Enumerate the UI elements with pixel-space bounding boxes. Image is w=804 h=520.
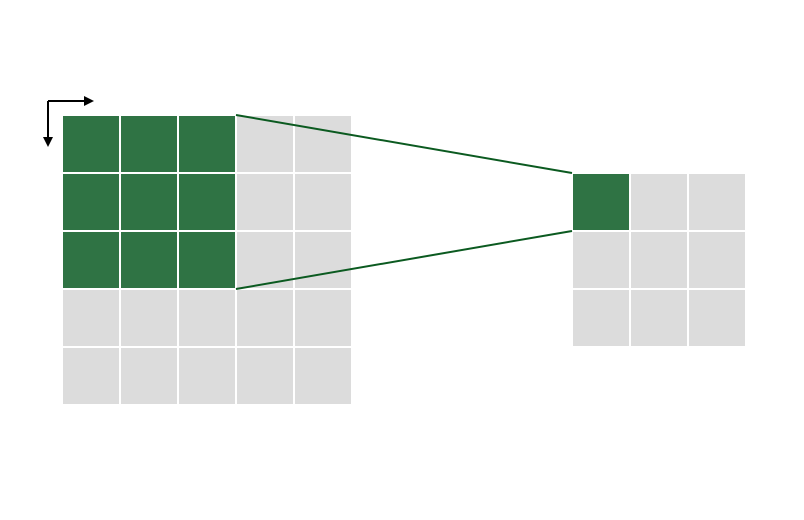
input-cell bbox=[177, 346, 237, 406]
output-cell bbox=[571, 288, 631, 348]
input-grid bbox=[61, 114, 353, 406]
output-grid bbox=[571, 172, 747, 348]
input-cell bbox=[235, 114, 295, 174]
input-cell bbox=[293, 346, 353, 406]
input-cell bbox=[235, 288, 295, 348]
input-cell bbox=[235, 172, 295, 232]
input-cell bbox=[293, 172, 353, 232]
input-cell bbox=[61, 346, 121, 406]
input-cell-highlighted bbox=[177, 114, 237, 174]
input-cell bbox=[61, 288, 121, 348]
output-cell-highlighted bbox=[571, 172, 631, 232]
output-cell bbox=[687, 172, 747, 232]
input-cell-highlighted bbox=[177, 172, 237, 232]
input-cell-highlighted bbox=[61, 230, 121, 290]
input-cell bbox=[119, 288, 179, 348]
input-cell bbox=[119, 346, 179, 406]
input-cell bbox=[293, 114, 353, 174]
output-cell bbox=[687, 288, 747, 348]
output-cell bbox=[629, 172, 689, 232]
output-cell bbox=[571, 230, 631, 290]
connector-line-bottom bbox=[235, 230, 573, 290]
input-cell bbox=[293, 288, 353, 348]
input-cell-highlighted bbox=[61, 172, 121, 232]
input-cell-highlighted bbox=[177, 230, 237, 290]
output-cell bbox=[629, 288, 689, 348]
input-cell bbox=[235, 346, 295, 406]
receptive-field-connectors bbox=[235, 114, 573, 290]
input-cell-highlighted bbox=[119, 114, 179, 174]
slide-direction-arrows bbox=[43, 96, 94, 147]
input-cell bbox=[293, 230, 353, 290]
output-cell bbox=[687, 230, 747, 290]
input-cell-highlighted bbox=[119, 172, 179, 232]
input-cell-highlighted bbox=[61, 114, 121, 174]
connector-line-top bbox=[235, 114, 573, 174]
input-cell bbox=[177, 288, 237, 348]
output-cell bbox=[629, 230, 689, 290]
input-cell-highlighted bbox=[119, 230, 179, 290]
